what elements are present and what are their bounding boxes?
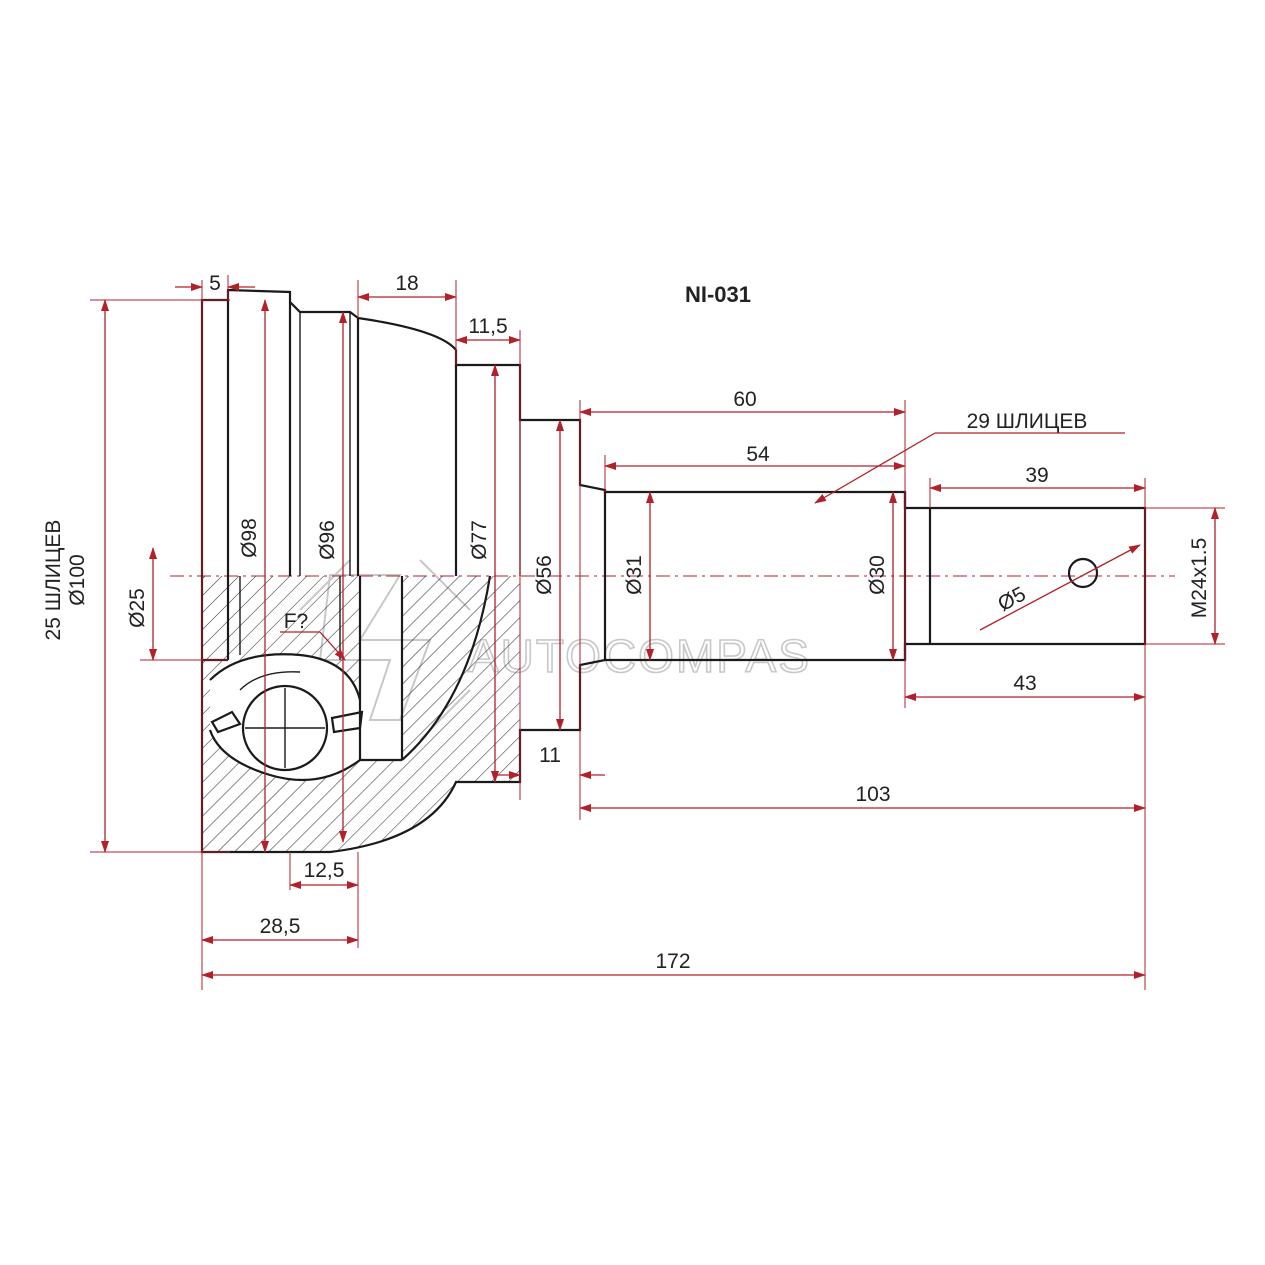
dim-len-5: 5: [209, 272, 221, 295]
label-inner-splines: 25 ШЛИЦЕВ: [42, 520, 65, 641]
dim-d5: Ø5: [994, 583, 1030, 616]
pin-hole-icon: [1067, 557, 1099, 589]
dim-len-39: 39: [1025, 464, 1048, 487]
label-force-marker: F?: [284, 610, 309, 633]
dimensions: Ø100 25 ШЛИЦЕВ Ø25 Ø98 Ø96 Ø77 Ø56 Ø31 Ø…: [42, 272, 1225, 990]
dim-len-12-5: 12,5: [304, 859, 345, 882]
watermark-text: AUTOCOMPAS: [468, 630, 811, 682]
dim-d98: Ø98: [238, 518, 261, 558]
dim-d56: Ø56: [533, 555, 556, 595]
ball-icon: [241, 684, 329, 772]
dim-d31: Ø31: [623, 555, 646, 595]
dim-thread: M24x1.5: [1188, 538, 1211, 619]
dim-len-11: 11: [539, 744, 561, 767]
part-number: NI-031: [685, 282, 751, 307]
dim-len-60: 60: [733, 388, 756, 411]
dim-d100: Ø100: [66, 554, 89, 605]
dim-len-43: 43: [1013, 672, 1036, 695]
dim-d77: Ø77: [468, 520, 491, 560]
cv-joint-body: [200, 288, 1147, 854]
dim-len-103: 103: [855, 783, 890, 806]
dim-len-28-5: 28,5: [260, 915, 301, 938]
dim-len-11-5: 11,5: [468, 315, 507, 338]
dim-len-172: 172: [655, 950, 690, 973]
dim-d25: Ø25: [126, 588, 149, 628]
label-outer-splines: 29 ШЛИЦЕВ: [967, 410, 1088, 433]
section-hatch: [202, 576, 520, 852]
dim-len-18: 18: [395, 272, 418, 295]
dim-len-54: 54: [746, 443, 770, 466]
dim-d96: Ø96: [316, 520, 339, 560]
dim-d30: Ø30: [866, 555, 889, 595]
